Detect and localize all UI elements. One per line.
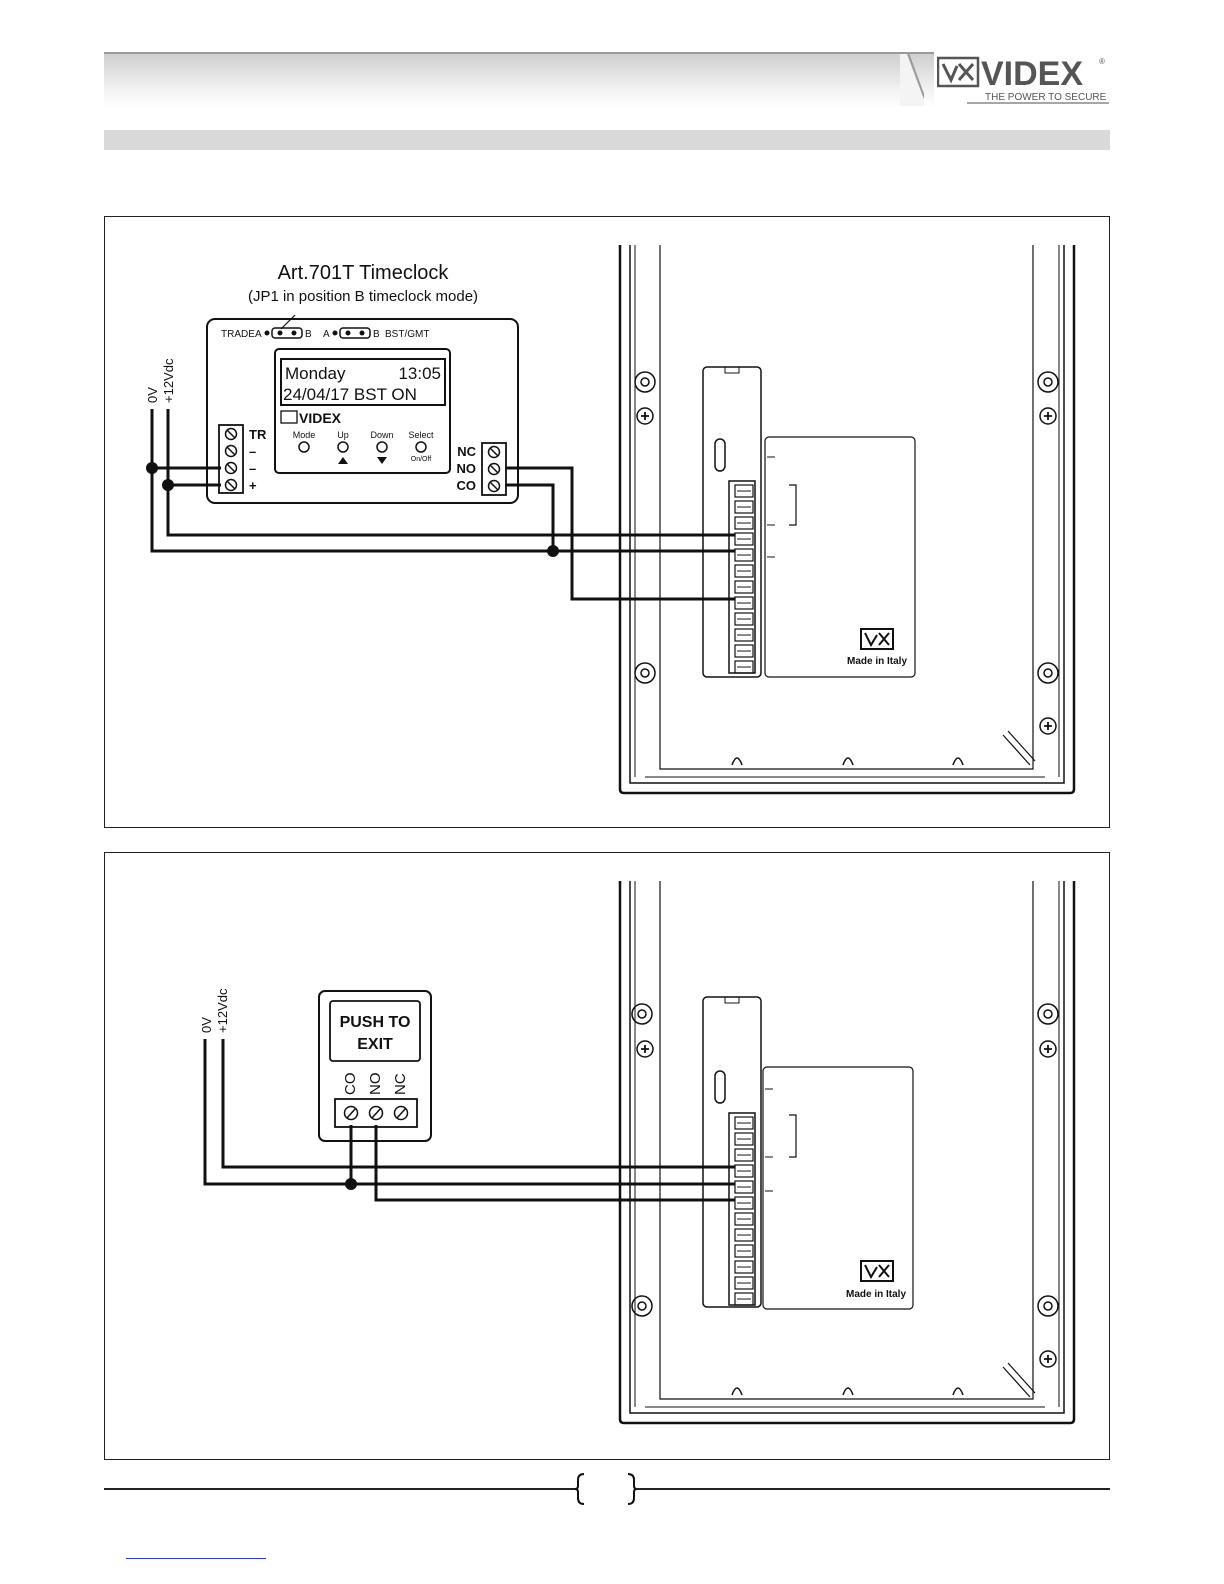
footer-rule-left	[104, 1488, 576, 1490]
push-to-exit-diagram-svg: PUSH TO EXIT CO NO NC 0V +12Vdc	[105, 853, 1109, 1458]
terminal-nc-label: NC	[392, 1073, 409, 1095]
mode-button	[299, 442, 309, 452]
jumper-trade-b: B	[305, 329, 312, 340]
connector-pins	[735, 1117, 753, 1305]
timeclock-wiring-diagram: Art.701T Timeclock (JP1 in position B ti…	[104, 216, 1110, 828]
logo-registered: ®	[1099, 57, 1105, 66]
made-in-italy-label: Made in Italy	[846, 1289, 906, 1300]
supply-12v-label: +12Vdc	[215, 988, 230, 1033]
terminal-no: NO	[457, 461, 477, 476]
lcd-brand: VIDEX	[299, 410, 342, 426]
left-screws	[226, 429, 237, 491]
terminal-minus-2: –	[249, 461, 256, 476]
jumper-bst-a: A	[323, 329, 330, 340]
lcd-logo-icon	[281, 411, 297, 423]
down-arrow-icon	[377, 457, 387, 464]
wiring	[205, 1039, 735, 1200]
terminal-co-label: CO	[342, 1073, 359, 1096]
supply-0v-label: 0V	[199, 1017, 214, 1033]
terminal-nc: NC	[457, 444, 476, 459]
btn-select-label: Select	[408, 430, 434, 440]
push-to-exit-wiring-diagram: PUSH TO EXIT CO NO NC 0V +12Vdc	[104, 852, 1110, 1460]
jumper-bst-label: BST/GMT	[385, 329, 429, 340]
lcd-day: Monday	[285, 364, 346, 383]
made-in-italy-label: Made in Italy	[847, 656, 907, 667]
timeclock-diagram-svg: Art.701T Timeclock (JP1 in position B ti…	[105, 217, 1109, 826]
jumper-pin	[265, 331, 270, 336]
page-number-bracket	[574, 1472, 638, 1506]
door-panel	[620, 245, 1074, 793]
terminal-tr: TR	[249, 427, 267, 442]
junction-co	[547, 545, 559, 557]
terminal-plus: +	[249, 478, 257, 493]
supply-12v-label: +12Vdc	[161, 358, 176, 403]
select-sub-label: On/Off	[411, 456, 432, 463]
jumper-trade-a: A	[255, 329, 262, 340]
subtitle-pointer	[281, 315, 295, 329]
footer-link-underline[interactable]	[126, 1558, 266, 1559]
push-label: PUSH TO	[340, 1014, 411, 1031]
jumper-bst-cap	[340, 328, 370, 338]
btn-mode-label: Mode	[293, 430, 316, 440]
timeclock-title: Art.701T Timeclock	[278, 262, 450, 284]
videx-logo: VIDEX ® THE POWER TO SECURE	[937, 52, 1109, 104]
logo-brand: VIDEX	[981, 55, 1083, 93]
exit-screws	[345, 1107, 408, 1120]
junction-co	[345, 1178, 357, 1190]
footer-rule-right	[636, 1488, 1110, 1490]
section-heading-band	[104, 130, 1110, 150]
header-tab-shape	[900, 52, 924, 106]
jumper-bst-b: B	[373, 329, 380, 340]
timeclock-subtitle: (JP1 in position B timeclock mode)	[248, 288, 478, 305]
jumper-trade-cap	[272, 328, 302, 338]
connector-pins	[735, 485, 753, 673]
down-button	[377, 442, 387, 452]
exit-label: EXIT	[357, 1036, 393, 1053]
logo-tagline: THE POWER TO SECURE	[985, 92, 1107, 103]
btn-down-label: Down	[370, 430, 393, 440]
right-screws	[489, 447, 500, 492]
terminal-minus-1: –	[249, 444, 256, 459]
door-panel	[620, 881, 1074, 1423]
lcd-time: 13:05	[398, 364, 441, 383]
junction-0v	[146, 462, 158, 474]
lcd-date: 24/04/17 BST ON	[283, 385, 417, 404]
supply-0v-label: 0V	[145, 387, 160, 403]
header-band	[104, 52, 934, 108]
junction-12v	[162, 479, 174, 491]
terminal-co: CO	[457, 478, 477, 493]
terminal-no-label: NO	[367, 1073, 384, 1096]
up-button	[338, 442, 348, 452]
left-terminal-block	[219, 425, 243, 493]
up-arrow-icon	[338, 457, 348, 464]
btn-up-label: Up	[337, 430, 349, 440]
jumper-trade-label: TRADE	[221, 329, 255, 340]
select-button	[416, 442, 426, 452]
